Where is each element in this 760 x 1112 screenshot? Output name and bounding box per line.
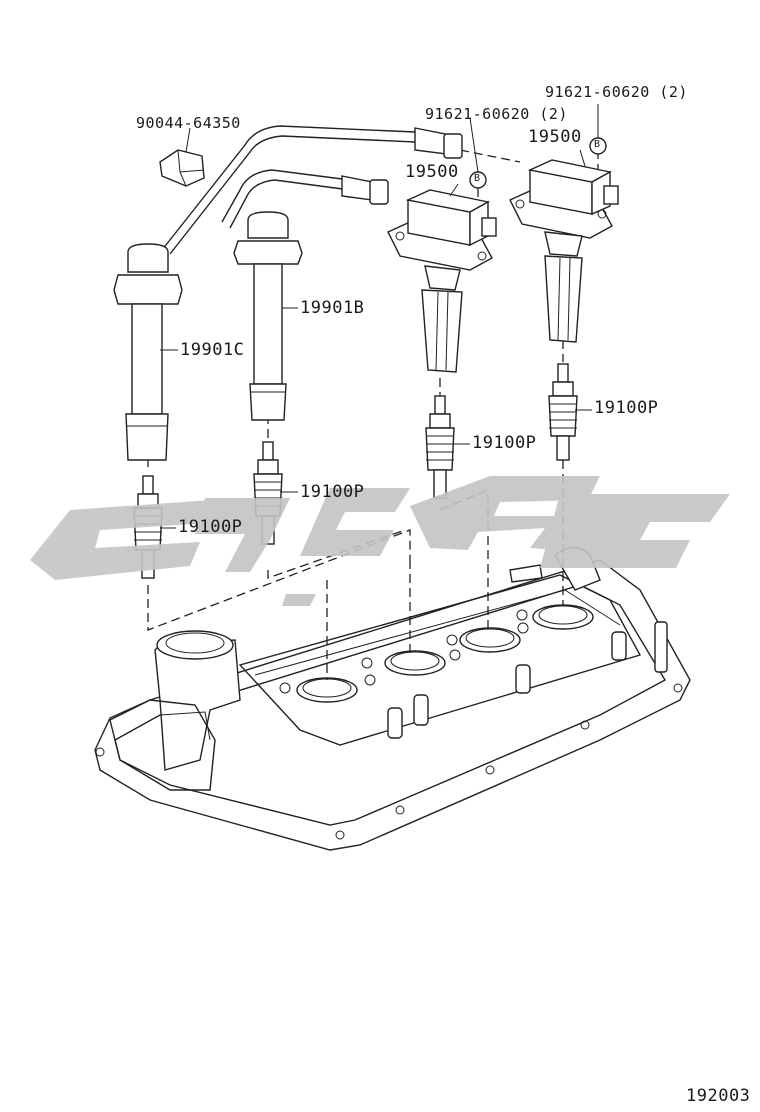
ignition-coil-left <box>387 189 497 373</box>
figure-number: 192003 <box>686 1086 751 1106</box>
plug-cord-c <box>113 243 183 461</box>
callout-coil-left: 19500 <box>405 162 459 182</box>
spark-plug-3 <box>425 395 455 499</box>
callout-coil-right: 19500 <box>528 127 582 147</box>
callout-cord-b: 19901B <box>300 298 365 318</box>
callout-bolt-left: 91621-60620 (2) <box>425 105 568 123</box>
ref-marker-b-right: B <box>594 139 601 150</box>
callout-clamp: 90044-64350 <box>136 114 241 132</box>
spark-plug-4 <box>548 363 578 461</box>
valve-cover <box>94 546 691 851</box>
callout-cord-c: 19901C <box>180 340 245 360</box>
ref-marker-b-left: B <box>474 173 481 184</box>
high-tension-cords <box>161 125 463 255</box>
callout-plug-3: 19100P <box>472 433 537 453</box>
plug-cord-b <box>233 211 303 421</box>
bolt-markers <box>469 104 607 189</box>
leader-lines <box>160 127 592 529</box>
ignition-coil-right <box>509 159 619 343</box>
callout-plug-1: 19100P <box>178 517 243 537</box>
cord-clamp <box>159 149 205 187</box>
callout-plug-4: 19100P <box>594 398 659 418</box>
callout-plug-2: 19100P <box>300 482 365 502</box>
callout-bolt-right: 91621-60620 (2) <box>545 83 688 101</box>
watermark-logo <box>30 476 730 606</box>
